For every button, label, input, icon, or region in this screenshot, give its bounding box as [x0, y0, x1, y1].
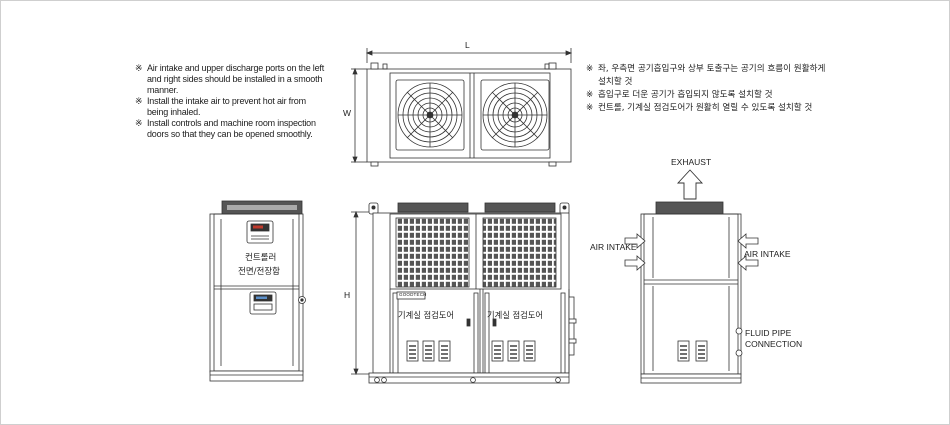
- inspection-door-right-label: 기계실 점검도어: [487, 310, 544, 320]
- electric-box-label: 전면/전장함: [238, 267, 280, 277]
- note-item: ※ 컨트롤, 기계실 점검도어가 원활히 열릴 수 있도록 설치할 것: [586, 102, 826, 115]
- note-text: Air intake and upper discharge ports on …: [147, 63, 325, 95]
- fan-icon: [395, 79, 465, 151]
- dimension-height-label: H: [344, 290, 351, 300]
- note-mark: ※: [586, 64, 594, 74]
- note-item: ※ Install the intake air to prevent hot a…: [135, 96, 327, 118]
- inspection-door-left-label: 기계실 점검도어: [398, 310, 455, 320]
- top-view: [351, 48, 573, 167]
- note-item: ※ 흡입구로 더운 공기가 흡입되지 않도록 설치할 것: [586, 89, 826, 102]
- note-mark: ※: [586, 90, 594, 100]
- note-item: ※ Air intake and upper discharge ports on…: [135, 63, 327, 96]
- air-intake-left-label: AIR INTAKE: [590, 242, 637, 252]
- note-item: ※ 좌, 우측면 공기흡입구와 상부 토출구는 공기의 흐름이 원활하게 설치할 …: [586, 63, 826, 89]
- note-mark: ※: [135, 118, 143, 128]
- exhaust-label: EXHAUST: [671, 157, 712, 167]
- note-mark: ※: [135, 96, 143, 106]
- note-text: Install the intake air to prevent hot ai…: [147, 96, 306, 117]
- fluid-pipe-label: FLUID PIPE: [745, 328, 792, 338]
- note-text: 컨트롤, 기계실 점검도어가 원활히 열릴 수 있도록 설치할 것: [598, 103, 813, 113]
- side-view: [640, 201, 743, 384]
- left-view: [209, 200, 306, 382]
- dimension-width-label: W: [343, 108, 352, 118]
- notes-korean: ※ 좌, 우측면 공기흡입구와 상부 토출구는 공기의 흐름이 원활하게 설치할 …: [586, 63, 826, 115]
- note-text: Install controls and machine room inspec…: [147, 118, 316, 139]
- fan-icon: [480, 79, 550, 151]
- controller-label: 컨트롤러: [245, 253, 277, 263]
- air-intake-arrows-icon: [624, 233, 759, 271]
- note-text: 좌, 우측면 공기흡입구와 상부 토출구는 공기의 흐름이 원활하게 설치할 것: [598, 64, 826, 87]
- brand-plate: GOODTECH: [399, 292, 427, 297]
- note-mark: ※: [135, 63, 143, 73]
- air-intake-right-label: AIR INTAKE: [744, 249, 791, 259]
- note-mark: ※: [586, 103, 594, 113]
- front-view: [351, 202, 577, 384]
- notes-english: ※ Air intake and upper discharge ports on…: [135, 63, 327, 140]
- note-text: 흡입구로 더운 공기가 흡입되지 않도록 설치할 것: [598, 90, 773, 100]
- exhaust-arrow-icon: [676, 169, 704, 200]
- dimension-length-label: L: [465, 40, 470, 50]
- fluid-connection-label: CONNECTION: [745, 339, 803, 349]
- note-item: ※ Install controls and machine room inspe…: [135, 118, 327, 140]
